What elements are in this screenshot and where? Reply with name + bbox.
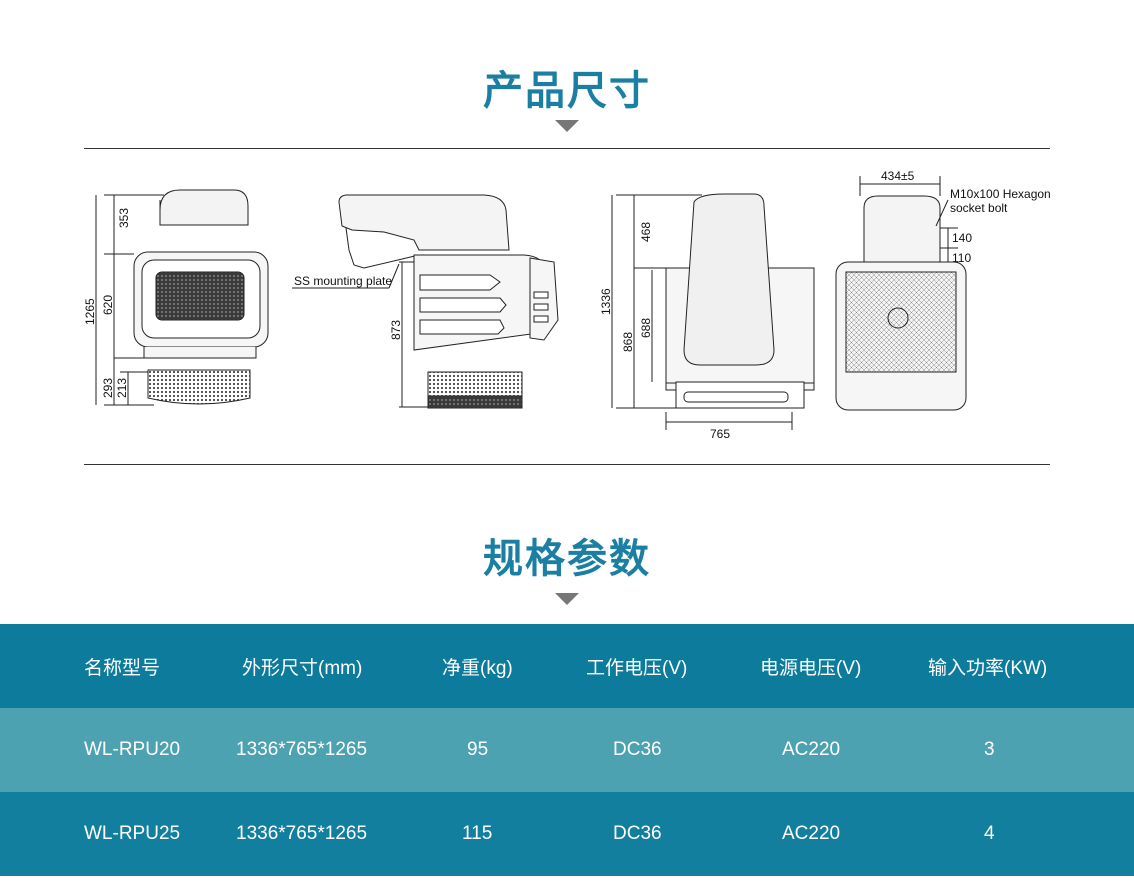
cell-model: WL-RPU20 <box>84 739 181 760</box>
section-title-specs: 规格参数 <box>483 536 651 582</box>
header-dimensions: 外形尺寸(mm) <box>242 657 363 679</box>
bolt-label-line1: M10x100 Hexagon <box>950 187 1050 201</box>
dim-620: 620 <box>101 295 115 315</box>
header-working-voltage: 工作电压(V) <box>586 657 688 679</box>
dim-434: 434±5 <box>881 169 915 183</box>
header-power: 输入功率(KW) <box>928 657 1048 679</box>
front-view <box>95 189 269 406</box>
dim-765: 765 <box>710 427 730 441</box>
side-view <box>292 194 559 409</box>
cell-dimensions: 1336*765*1265 <box>236 739 368 760</box>
dim-873: 873 <box>389 320 403 340</box>
cell-supply-voltage: AC220 <box>782 739 841 760</box>
header-weight: 净重(kg) <box>442 657 513 679</box>
cell-weight: 95 <box>467 739 489 760</box>
cell-working-voltage: DC36 <box>613 823 662 844</box>
down-triangle-icon <box>555 120 579 132</box>
dim-213: 213 <box>115 378 129 398</box>
spec-table: 名称型号 外形尺寸(mm) 净重(kg) 工作电压(V) 电源电压(V) 输入功… <box>0 624 1134 876</box>
cell-weight: 115 <box>462 823 493 844</box>
dim-140: 140 <box>952 231 972 245</box>
down-triangle-icon <box>555 593 579 605</box>
cell-dimensions: 1336*765*1265 <box>236 823 368 844</box>
dim-688: 688 <box>639 318 653 338</box>
header-model: 名称型号 <box>84 657 161 679</box>
dim-110: 110 <box>952 251 971 265</box>
dim-353: 353 <box>117 208 131 228</box>
table-row: WL-RPU25 1336*765*1265 115 DC36 AC220 4 <box>0 792 1134 876</box>
dim-1336: 1336 <box>599 288 613 315</box>
top-view <box>835 176 967 411</box>
table-row: WL-RPU20 1336*765*1265 95 DC36 AC220 3 <box>0 708 1134 792</box>
divider-bottom <box>84 464 1050 465</box>
dimension-drawings: 353 620 1265 293 213 SS mounting plate 8… <box>84 169 1050 441</box>
mounting-plate-label: SS mounting plate <box>294 274 392 288</box>
dim-1265: 1265 <box>84 298 97 325</box>
divider-top <box>84 148 1050 149</box>
cell-power: 3 <box>984 739 995 760</box>
cell-power: 4 <box>984 823 995 844</box>
header-supply-voltage: 电源电压(V) <box>760 657 862 679</box>
bolt-label-line2: socket bolt <box>950 201 1008 215</box>
rear-view <box>611 193 815 430</box>
dim-468: 468 <box>639 222 653 242</box>
cell-working-voltage: DC36 <box>613 739 662 760</box>
section-title-dimensions: 产品尺寸 <box>483 68 651 114</box>
cell-supply-voltage: AC220 <box>782 823 841 844</box>
dim-293: 293 <box>101 378 115 398</box>
table-header-row: 名称型号 外形尺寸(mm) 净重(kg) 工作电压(V) 电源电压(V) 输入功… <box>0 624 1134 708</box>
cell-model: WL-RPU25 <box>84 823 181 844</box>
dim-868: 868 <box>621 332 635 352</box>
